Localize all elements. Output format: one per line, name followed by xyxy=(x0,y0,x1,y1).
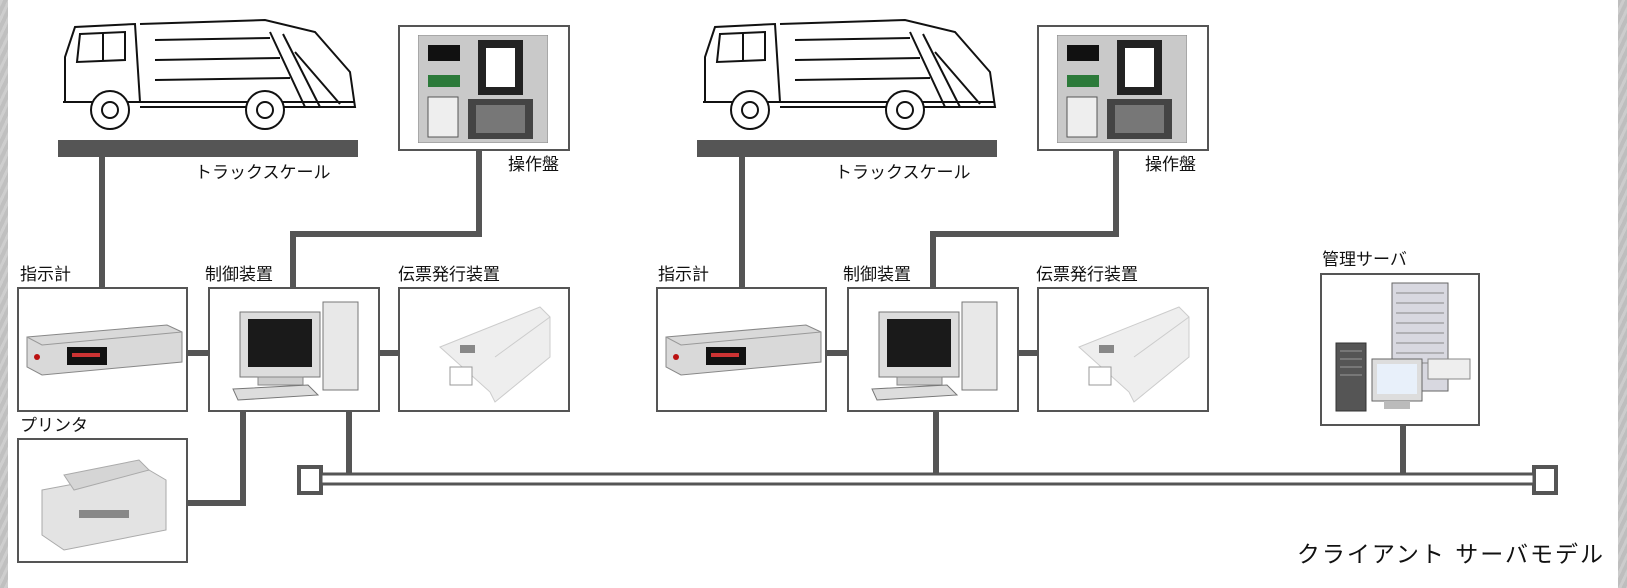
slip-printer-icon xyxy=(439,306,551,403)
desktop-pc-icon xyxy=(232,301,359,401)
operation-panel xyxy=(398,25,570,151)
control-unit-label: 制御装置 xyxy=(205,265,273,285)
operation-panel xyxy=(1037,25,1209,151)
server-icon xyxy=(1335,282,1471,412)
operation-panel-icon xyxy=(418,35,548,143)
truck-scale-platform xyxy=(58,140,358,157)
control-unit-label: 制御装置 xyxy=(843,265,911,285)
network-bus xyxy=(297,465,1558,495)
printer-icon xyxy=(41,459,167,551)
slip-issuer-label: 伝票発行装置 xyxy=(398,265,500,285)
garbage-truck-icon xyxy=(703,18,997,130)
indicator-device-icon xyxy=(26,324,183,376)
indicator-box xyxy=(656,287,827,412)
desktop-pc-icon xyxy=(871,301,998,401)
slip-printer-icon xyxy=(1078,306,1190,403)
mgmt-server-label: 管理サーバ xyxy=(1322,250,1407,270)
indicator-label: 指示計 xyxy=(658,265,709,285)
indicator-device-icon xyxy=(665,324,822,376)
control-unit-box xyxy=(208,287,380,412)
mgmt-server-box xyxy=(1320,273,1480,426)
truck-scale-label: トラックスケール xyxy=(835,163,971,183)
operation-panel-label: 操作盤 xyxy=(508,155,559,175)
printer-label: プリンタ xyxy=(20,416,88,436)
truck-scale-label: トラックスケール xyxy=(195,163,331,183)
indicator-label: 指示計 xyxy=(20,265,71,285)
slip-issuer-box xyxy=(398,287,570,412)
operation-panel-icon xyxy=(1057,35,1187,143)
operation-panel-label: 操作盤 xyxy=(1145,155,1196,175)
garbage-truck-icon xyxy=(63,18,357,130)
indicator-box xyxy=(17,287,188,412)
truck-scale-platform xyxy=(697,140,997,157)
architecture-caption: クライアント サーバモデル xyxy=(1296,542,1605,568)
slip-issuer-label: 伝票発行装置 xyxy=(1036,265,1138,285)
control-unit-box xyxy=(847,287,1019,412)
slip-issuer-box xyxy=(1037,287,1209,412)
printer-box xyxy=(17,438,188,563)
